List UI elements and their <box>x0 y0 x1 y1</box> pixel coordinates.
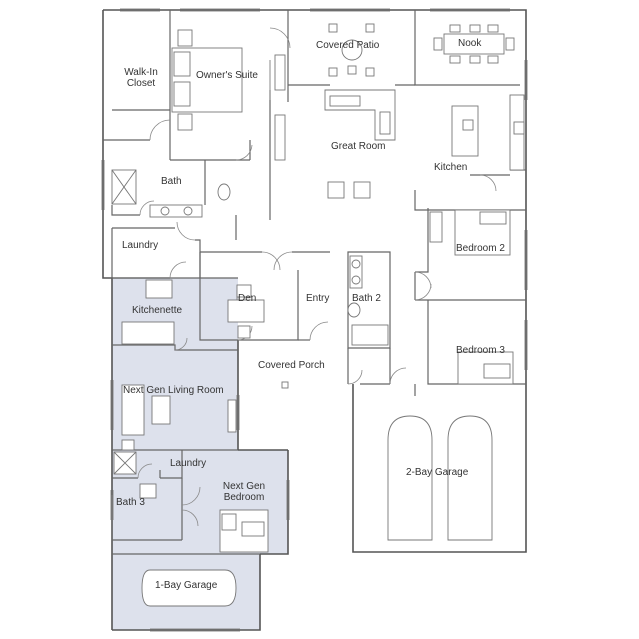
car-bay-2 <box>447 415 493 541</box>
door-swings <box>137 27 497 527</box>
kitchen-island <box>451 105 479 157</box>
interior-walls <box>103 10 526 555</box>
room-label-kitchen: Kitchen <box>434 162 468 173</box>
room-label-den: Den <box>238 293 257 304</box>
exterior-walls <box>102 9 527 631</box>
room-label-bath-2: Bath 2 <box>352 293 381 304</box>
room-label-covered-patio: Covered Patio <box>316 40 380 51</box>
room-label-laundry: Laundry <box>122 240 159 251</box>
next-gen-sofa <box>121 384 145 436</box>
room-label-one-bay-garage: 1-Bay Garage <box>155 580 218 591</box>
room-label-entry: Entry <box>306 293 330 304</box>
room-label-nook: Nook <box>458 38 482 49</box>
room-label-next-gen-living-room: Next Gen Living Room <box>123 385 224 396</box>
room-label-two-bay-garage: 2-Bay Garage <box>406 467 469 478</box>
room-label-bath: Bath <box>161 176 182 187</box>
room-label-great-room: Great Room <box>331 141 386 152</box>
room-label-bath-3: Bath 3 <box>116 497 145 508</box>
room-label-bedroom-2: Bedroom 2 <box>456 243 505 254</box>
room-label-owners-suite: Owner's Suite <box>196 70 258 81</box>
room-label-next-gen-bedroom: Next Gen Bedroom <box>222 481 266 503</box>
room-label-bedroom-3: Bedroom 3 <box>456 345 505 356</box>
furniture <box>111 23 525 607</box>
car-bay-1 <box>387 415 433 541</box>
room-label-covered-porch: Covered Porch <box>258 360 325 371</box>
room-label-kitchenette: Kitchenette <box>132 305 183 316</box>
room-label-next-gen-laundry: Laundry <box>170 458 207 469</box>
car-1-bay <box>141 569 237 607</box>
nook-table <box>443 33 505 55</box>
patio-table <box>341 39 363 61</box>
room-label-walk-in-closet: Walk-In Closet <box>124 67 158 89</box>
den-desk <box>227 299 265 323</box>
